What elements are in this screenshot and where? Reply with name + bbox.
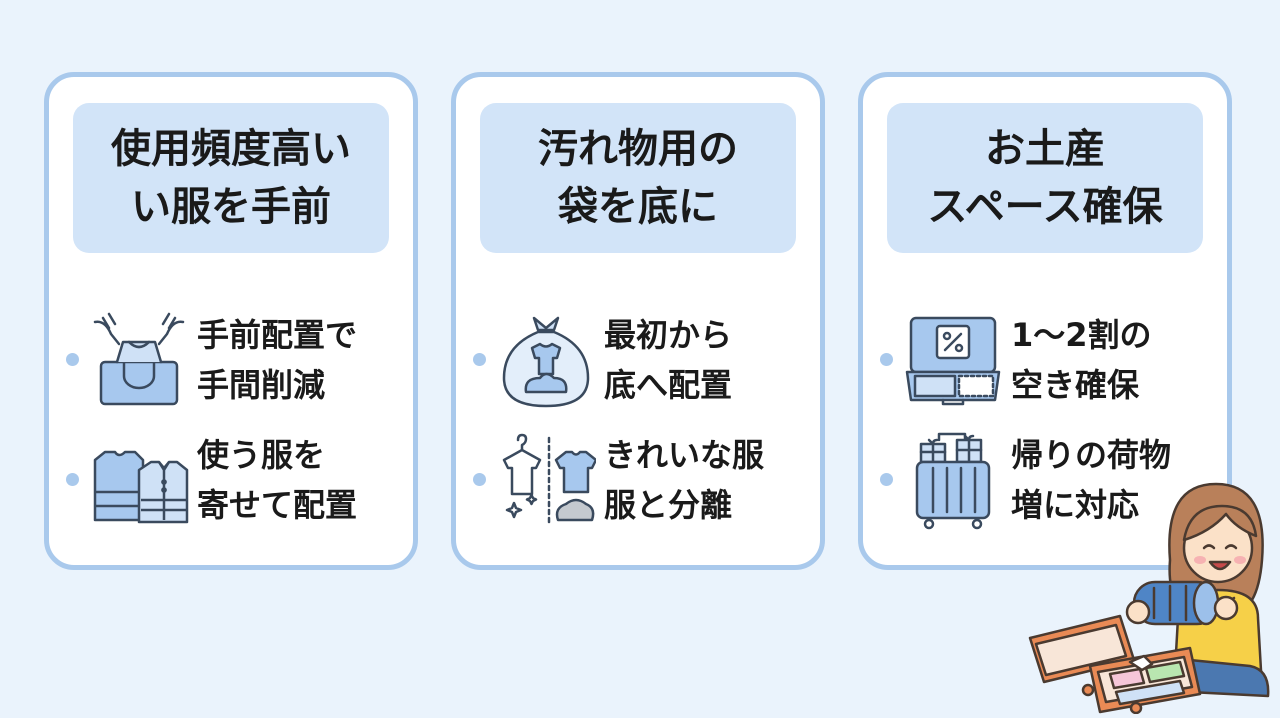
item-text: 使う服を 寄せて配置 [197, 436, 358, 524]
item-text: 最初から 底へ配置 [604, 316, 733, 404]
open-suitcase-percent-icon [903, 310, 1003, 410]
list-item: 手前配置で 手間削減 [49, 305, 413, 415]
suitcase-with-gifts-icon [903, 430, 1003, 530]
bullet-dot [66, 473, 79, 486]
card-title: お土産 スペース確保 [887, 103, 1203, 253]
bullet-dot [473, 353, 486, 366]
laundry-bag-icon [496, 310, 596, 410]
stacked-shirts-icon [89, 430, 189, 530]
list-item: 最初から 底へ配置 [456, 305, 820, 415]
item-text: 1〜2割の 空き確保 [1011, 316, 1152, 404]
card-laundry-bag: 汚れ物用の 袋を底に 最初から 底へ配置 きれいな服 [451, 72, 825, 570]
list-item: 帰りの荷物 増に対応 [863, 425, 1227, 535]
list-item: きれいな服 服と分離 [456, 425, 820, 535]
clean-dirty-clothes-icon [496, 430, 598, 530]
item-text: きれいな服 服と分離 [604, 436, 765, 524]
item-text: 手前配置で 手間削減 [197, 316, 358, 404]
bullet-dot [880, 353, 893, 366]
card-souvenir-space: お土産 スペース確保 1〜2割の 空き確保 [858, 72, 1232, 570]
card-title: 使用頻度高い い服を手前 [73, 103, 389, 253]
bullet-dot [473, 473, 486, 486]
card-title: 汚れ物用の 袋を底に [480, 103, 796, 253]
item-text: 帰りの荷物 増に対応 [1011, 436, 1172, 524]
folding-clothes-into-bag-icon [89, 310, 189, 410]
list-item: 1〜2割の 空き確保 [863, 305, 1227, 415]
bullet-dot [66, 353, 79, 366]
bullet-dot [880, 473, 893, 486]
list-item: 使う服を 寄せて配置 [49, 425, 413, 535]
card-frequent-clothes: 使用頻度高い い服を手前 手前配置で 手間削減 [44, 72, 418, 570]
woman-packing-suitcase-illustration [1020, 478, 1278, 715]
